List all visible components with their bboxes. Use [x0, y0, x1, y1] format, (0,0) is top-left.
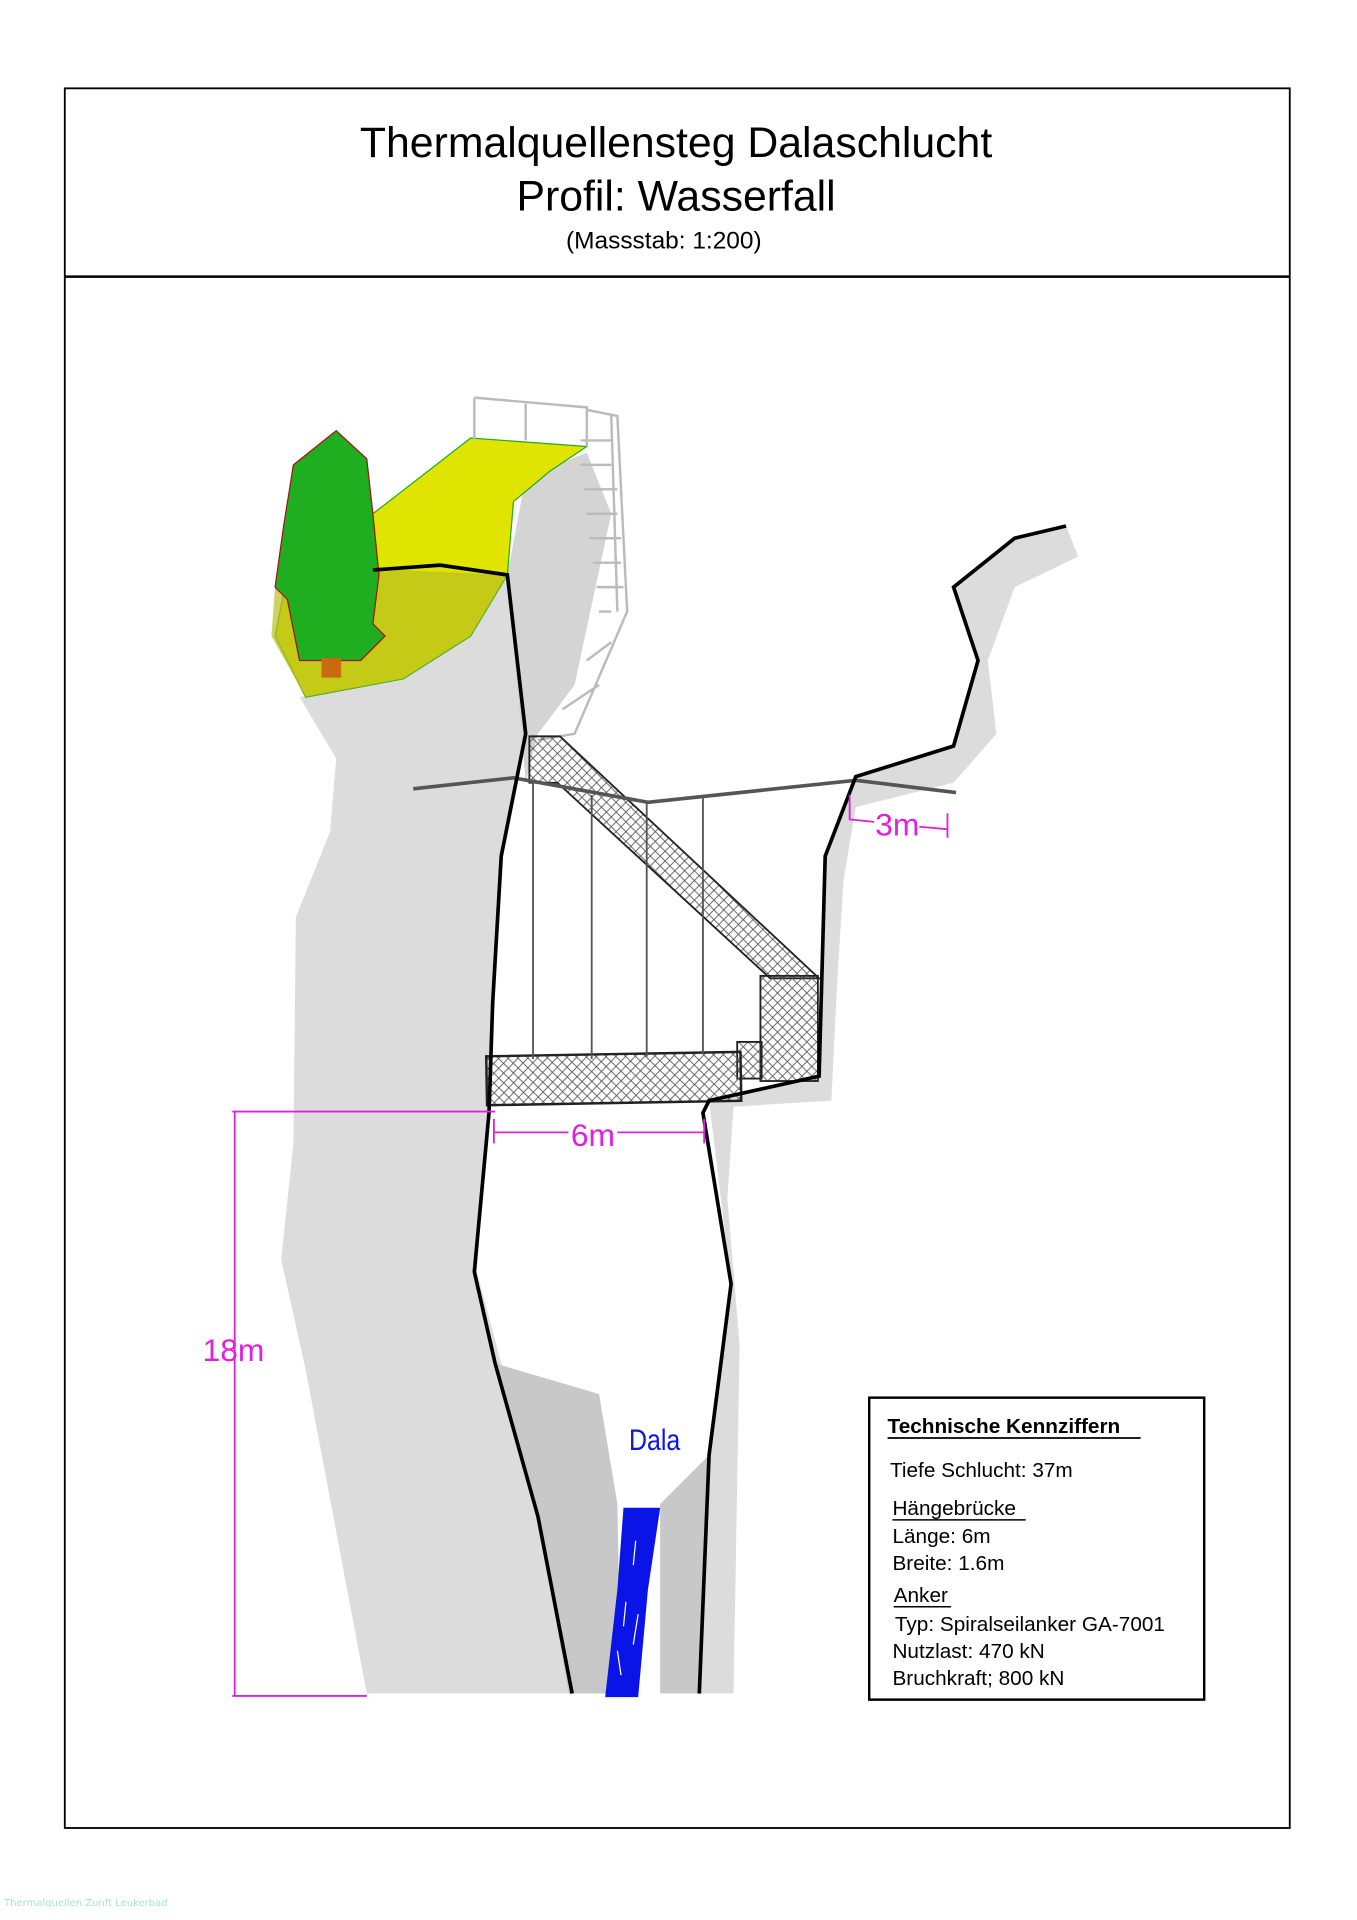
- drawing-scale: (Massstab: 1:200): [566, 227, 762, 254]
- dimension-bridge: 6m: [571, 1117, 615, 1153]
- upper-staircase: [473, 396, 629, 742]
- dimension-height: 18m: [203, 1332, 265, 1368]
- cliff-edges: [372, 524, 1067, 1694]
- specs-anchor-load: Nutzlast: 470 kN: [892, 1640, 1044, 1663]
- drawing-title: Thermalquellensteg Dalaschlucht: [360, 119, 992, 167]
- specs-anchor-break: Bruchkraft; 800 kN: [892, 1667, 1064, 1690]
- specs-bridge-width: Breite: 1.6m: [892, 1552, 1004, 1575]
- tree-trunk: [321, 658, 342, 678]
- inner-rock-left: [495, 1363, 622, 1694]
- specs-anchor-heading: Anker: [894, 1584, 948, 1607]
- diagonal-stair: [528, 735, 822, 980]
- right-rock: [696, 526, 1079, 1694]
- suspension-bridge-deck: [484, 1050, 743, 1107]
- specs-title: Technische Kennziffern: [888, 1415, 1121, 1438]
- river-dala: [605, 1507, 661, 1698]
- main-cable: [413, 775, 957, 805]
- drawing-subtitle: Profil: Wasserfall: [516, 173, 835, 221]
- tree-crown: [274, 429, 386, 662]
- river-ripples: [616, 1540, 639, 1676]
- lower-stair-tower: [759, 974, 819, 1082]
- specs-bridge-length: Länge: 6m: [892, 1525, 990, 1548]
- specs-depth: Tiefe Schlucht: 37m: [890, 1459, 1073, 1482]
- specs-bridge-heading: Hängebrücke: [892, 1497, 1016, 1520]
- specs-anchor-type: Typ: Spiralseilanker GA-7001: [895, 1613, 1165, 1636]
- dimension-lines: [232, 794, 949, 1697]
- sheet-frame: [63, 87, 1291, 1829]
- river-label: Dala: [629, 1423, 681, 1456]
- inner-rock-right: [660, 1455, 710, 1694]
- hangers: [532, 782, 704, 1060]
- upper-rock: [507, 452, 612, 783]
- footer-credit: Thermalquellen Zunft Leukerbad: [4, 1898, 168, 1909]
- specs-box: [867, 1396, 1206, 1701]
- dimension-anchor: 3m: [875, 806, 919, 842]
- left-rock: [281, 574, 569, 1694]
